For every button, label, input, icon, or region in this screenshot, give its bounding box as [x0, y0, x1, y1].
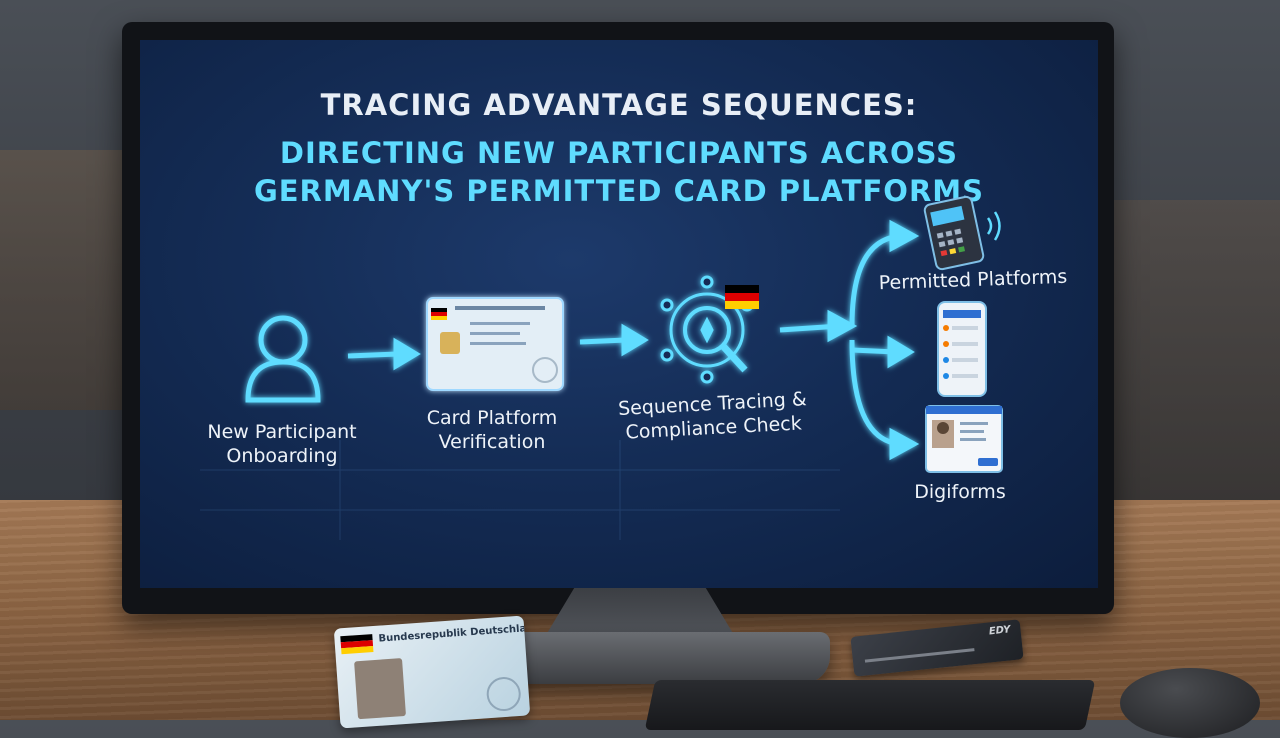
flag-stripe-red	[431, 312, 447, 316]
background-grid	[200, 440, 840, 540]
id-card-header: Bundesrepublik Deutschland	[378, 622, 530, 644]
chip-icon	[440, 332, 460, 354]
flag-stripe-black	[431, 308, 447, 312]
background-shelf	[0, 150, 140, 410]
id-card-seal-icon	[486, 676, 522, 712]
mouse	[1120, 668, 1260, 738]
digital-id-form-icon	[926, 406, 1002, 472]
keyboard	[645, 680, 1096, 730]
branch-arrows	[780, 224, 914, 456]
id-card-icon	[427, 298, 563, 390]
credit-card-logo: EDY	[988, 624, 1011, 637]
desk-id-card: Bundesrepublik Deutschland	[334, 615, 531, 728]
arrow-2	[580, 328, 644, 352]
smartphone-app-icon	[938, 302, 986, 396]
contactless-icon	[988, 212, 1000, 240]
id-card-photo	[354, 658, 406, 719]
card-terminal-icon	[924, 196, 1000, 271]
background-wall	[1110, 200, 1280, 500]
flow-diagram	[140, 40, 1098, 588]
flag-stripe-gold	[431, 316, 447, 320]
german-flag-icon	[725, 285, 759, 309]
person-icon	[248, 318, 318, 400]
arrow-1	[348, 342, 416, 366]
monitor-stand-base	[480, 632, 830, 684]
